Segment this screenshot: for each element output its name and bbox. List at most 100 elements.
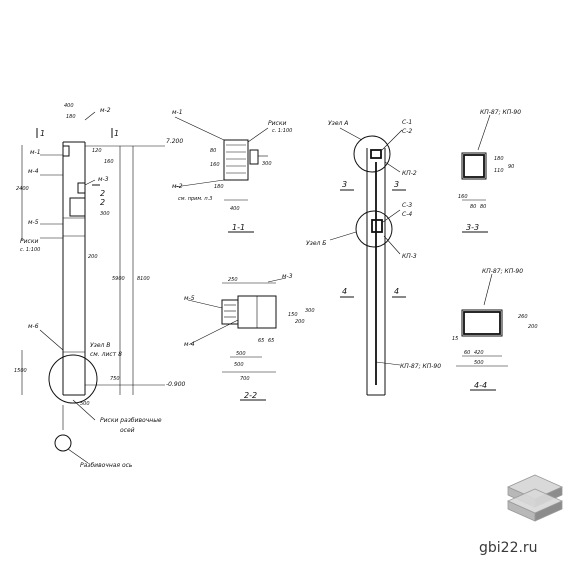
node-b-label: Узел Б [306,240,326,247]
dim-180: 180 [66,114,76,120]
leader-m3 [267,277,287,283]
section-2-2-column [221,299,239,325]
leader-axis-marks [72,399,96,421]
mark-m4: м-4 [28,168,39,175]
mark-m5: м-5 [184,295,195,302]
dim-90: 90 [508,164,514,170]
dim-110: 110 [494,168,504,174]
risk-scale: с. 1:100 [272,128,292,134]
dim-8100: 8100 [137,276,150,282]
leader-risk [247,127,269,143]
section-1-1-title: 1-1 [232,223,245,232]
section-mark-3-left: 3 [342,180,347,189]
column-side-view: Узел А Узел Б С-1 С-2 С-3 С-4 КП-2 КП-3 … [306,119,441,396]
dim-60: 60 [464,350,470,356]
plate-m5 [69,197,86,217]
beam-label: КП-87; КП-90 [482,268,523,275]
dim-260: 260 [518,314,528,320]
leader-m2 [84,111,96,121]
mark-m3: м-3 [282,273,293,280]
section-4-4-column [461,309,503,337]
plate-m3 [77,182,86,194]
dim-300: 300 [100,211,110,217]
section-1-1-column [223,139,249,181]
risk-scale: с. 1:100 [20,247,40,253]
beam-kp87: КП-87; КП-90 [400,363,441,370]
dim-180: 180 [214,184,224,190]
dim-300: 300 [305,308,315,314]
part-c1: С-1 [402,119,412,126]
section-1-1: м-1 м-2 Риски с. 1:100 см. прим. п.3 80 … [172,109,292,233]
dim-420: 420 [474,350,484,356]
section-3-3: КП-87; КП-90 180 110 90 160 80 80 3-3 [458,109,521,233]
dim-300: 300 [262,161,272,167]
dim-500: 500 [80,401,90,407]
mark-m4: м-4 [184,341,195,348]
section-2-2-title: 2-2 [244,391,257,400]
dim-2400: 2400 [16,186,29,192]
dim-700: 700 [240,376,250,382]
part-c2: С-2 [402,128,412,135]
section-3-3-rebar [463,154,485,178]
leader-node-b [329,231,357,241]
section-mark-2-left: 2 [100,189,105,198]
dim-400: 400 [230,206,240,212]
dim-80a: 80 [470,204,476,210]
axis-marks-label: Риски разбивочные [100,417,162,424]
node-a-circle [353,135,391,173]
axis-label: Разбивочная ось [80,462,133,469]
leader-m6 [39,329,64,351]
dim-750: 750 [110,376,120,382]
part-c4: С-4 [402,211,412,218]
section-mark-1-left: 1 [40,129,45,138]
beam-kp2: КП-2 [402,170,417,177]
main-column-view: м-1 м-2 м-3 м-4 м-5 м-6 400 180 120 160 … [14,103,186,469]
leader-kp87 [375,361,401,366]
leader-m1 [174,116,225,141]
section-3-3-column [461,152,487,180]
dim-200: 200 [295,319,305,325]
leader-m3 [84,179,96,186]
level-bottom: -0.900 [166,381,186,388]
mark-m1: м-1 [172,109,183,116]
section-4-4-rebar [463,311,501,335]
dim-250: 250 [228,277,238,283]
node-b-sheet: см. лист 8 [90,351,122,358]
node-a-detail [370,149,382,159]
leader-kp2 [384,161,401,173]
section-1-1-plate [249,149,259,165]
section-mark-3-right: 3 [394,180,399,189]
section-mark-4-left: 4 [342,287,347,296]
leader-c3 [382,209,401,223]
site-logo [507,474,563,522]
beam-kp3: КП-3 [402,253,417,260]
axis-marks-label-2: осей [120,427,135,434]
mark-m2: м-2 [172,183,183,190]
section-mark-4-right: 4 [394,287,399,296]
dim-65a: 65 [258,338,264,344]
dim-200: 200 [88,254,98,260]
axis-circle [54,434,72,452]
risk-label: Риски [20,238,38,245]
see-note: см. прим. п.3 [178,196,212,202]
leader-m2 [174,179,225,188]
mark-m5: м-5 [28,219,39,226]
dim-180: 180 [494,156,504,162]
dim-500: 500 [236,351,246,357]
plate-m2 [62,145,70,157]
beam-label: КП-87; КП-90 [480,109,521,116]
leader-beam [483,273,493,306]
section-mark-1-right: 1 [114,129,119,138]
dim-1500: 1500 [14,368,27,374]
leader-node-a [339,127,363,141]
dim-160: 160 [210,162,220,168]
part-c3: С-3 [402,202,412,209]
mark-m3: м-3 [98,176,109,183]
section-3-3-title: 3-3 [466,223,479,232]
dim-400: 400 [64,103,74,109]
node-b-detail [371,219,383,233]
leader-c1 [381,129,403,151]
node-b-label: Узел В [90,342,110,349]
mark-m2: м-2 [100,107,111,114]
